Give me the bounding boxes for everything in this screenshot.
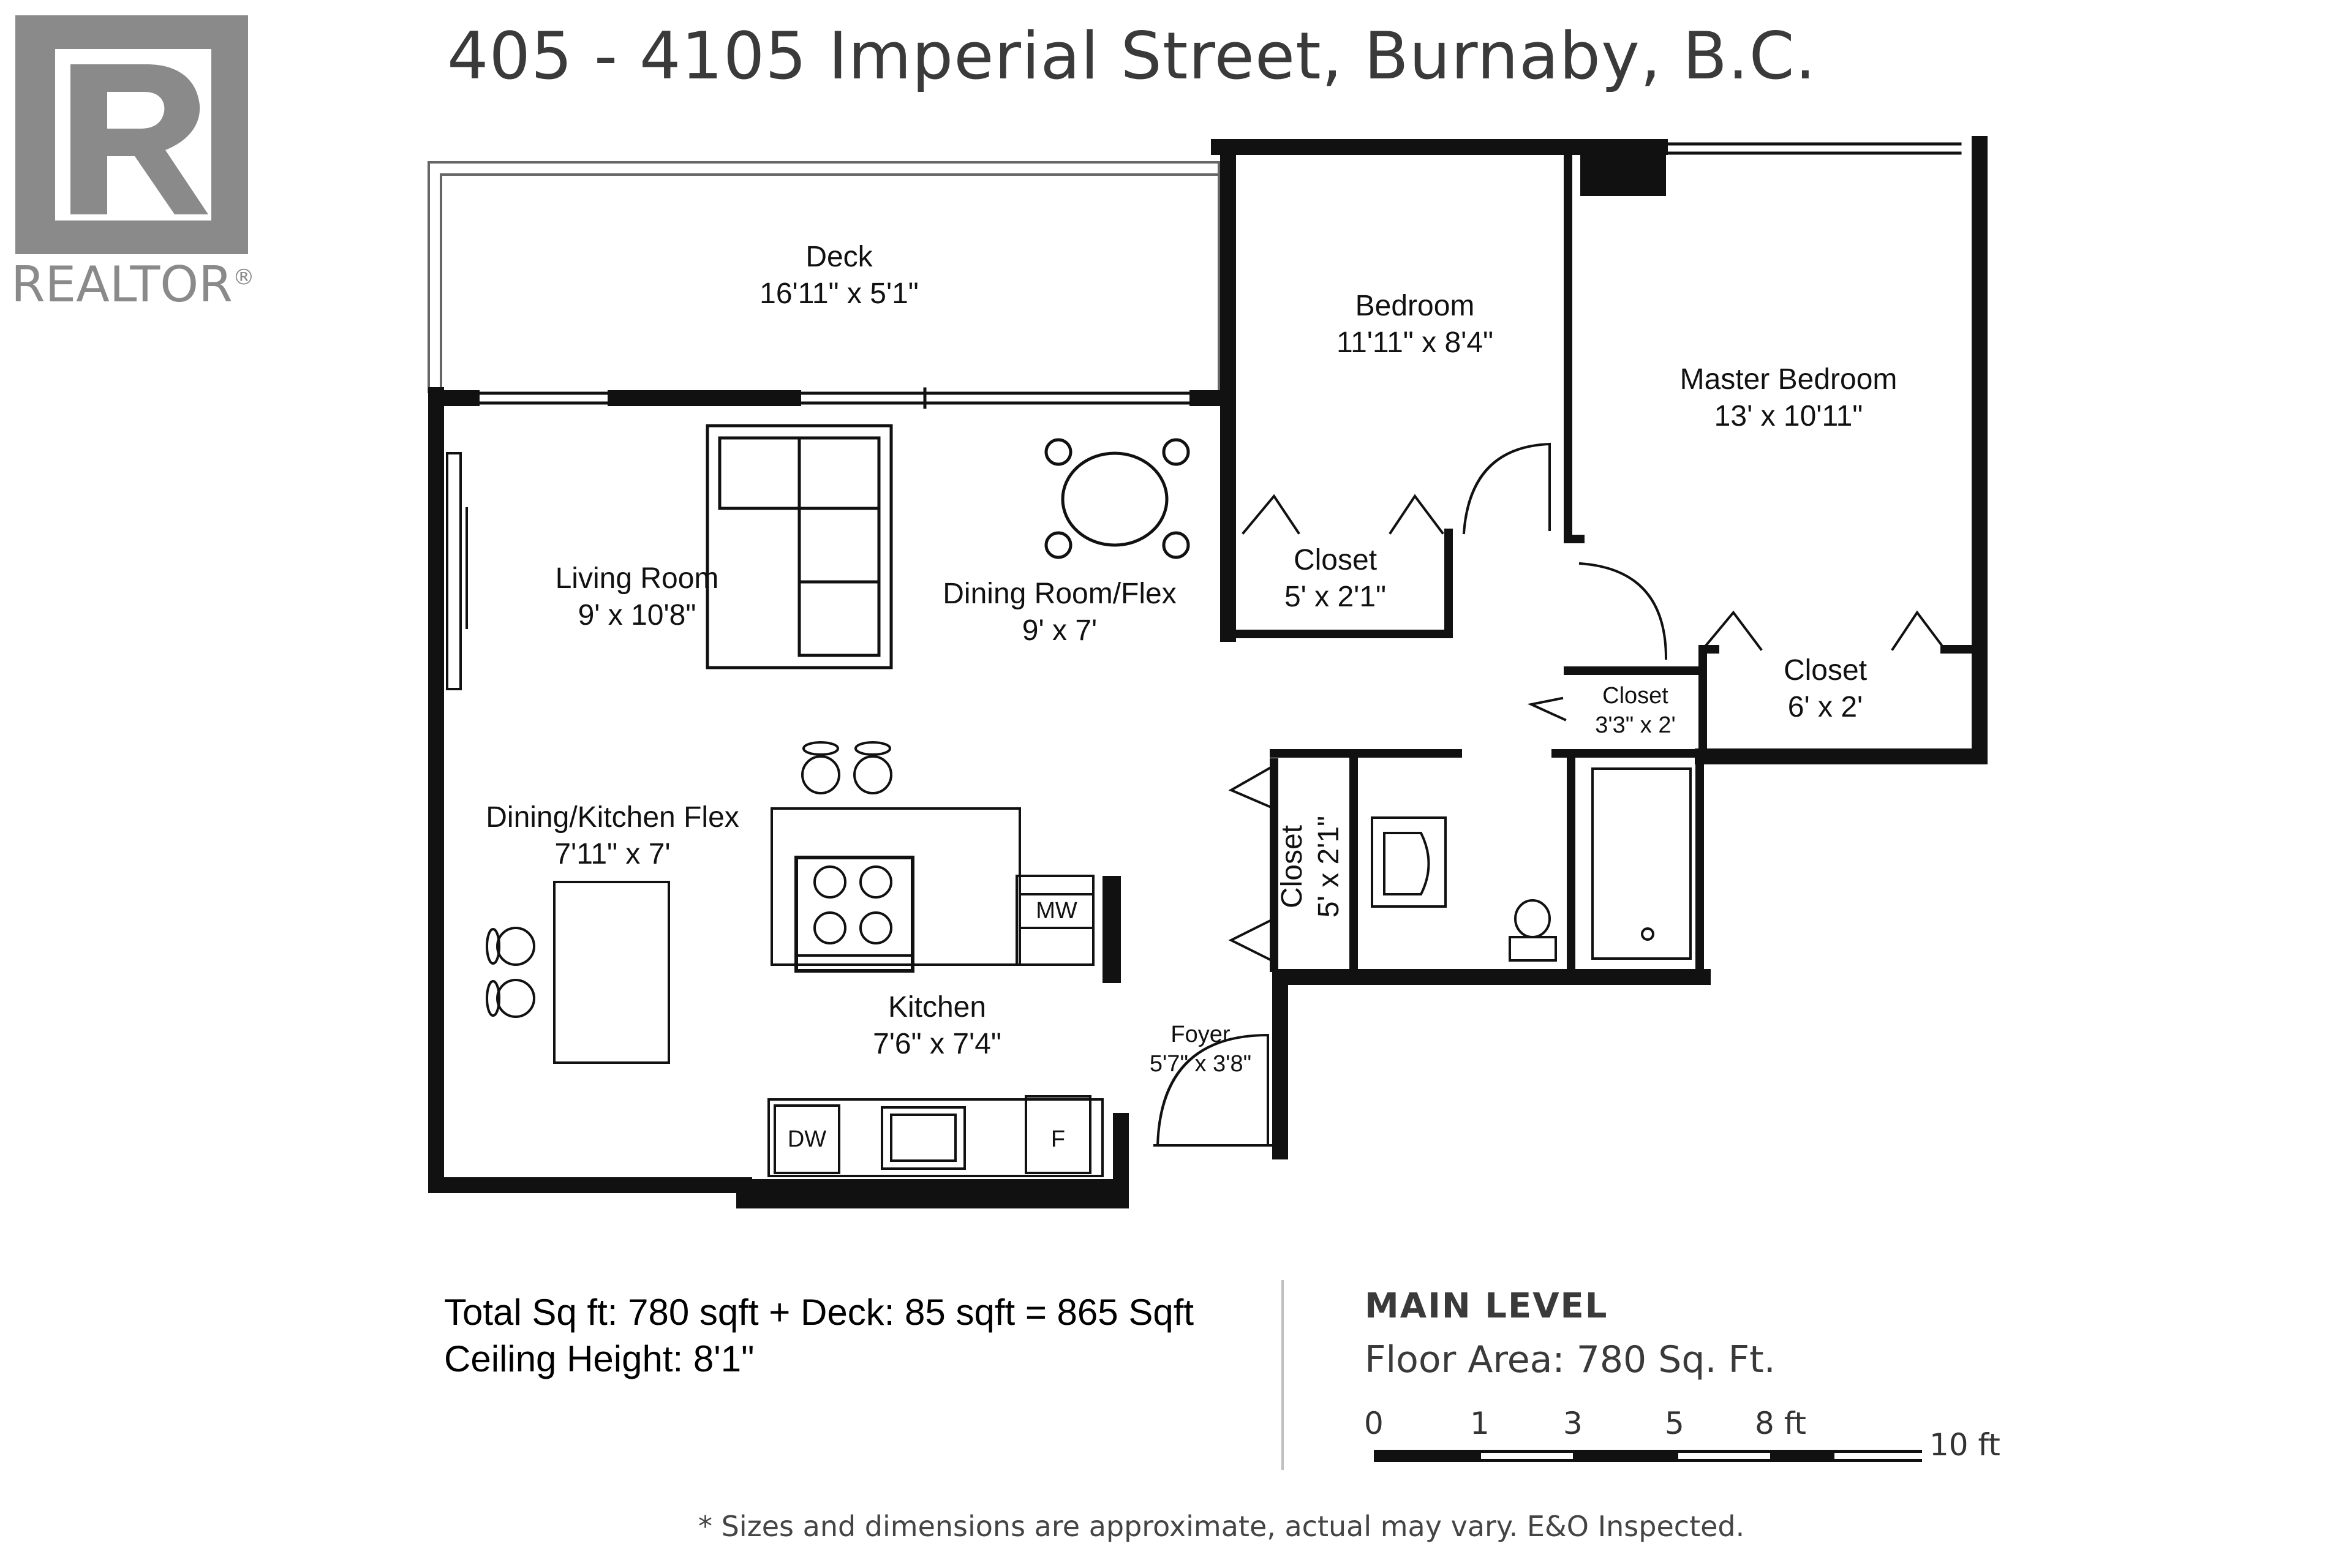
deck-dim: 16'11" x 5'1"	[760, 277, 919, 310]
realtor-wordmark: REALTOR®	[11, 256, 281, 317]
hall-closet-dim: 3'3" x 2'	[1595, 712, 1676, 738]
hall-closet-name: Closet	[1602, 683, 1668, 709]
summary-divider	[1281, 1280, 1284, 1470]
level-heading: MAIN LEVEL	[1365, 1286, 1608, 1326]
property-address-title: 405 - 4105 Imperial Street, Burnaby, B.C…	[447, 18, 1817, 94]
bedroom-label: Bedroom 11'11" x 8'4"	[1311, 288, 1519, 361]
mw-wall	[1102, 876, 1121, 983]
bedroom-closet-label: Closet 5' x 2'1"	[1262, 542, 1409, 616]
realtor-logo	[12, 12, 251, 257]
scale-label-1: 1	[1470, 1406, 1490, 1441]
entry-closet-dim: 5' x 2'1"	[1313, 815, 1345, 918]
deck-railing	[428, 161, 1220, 393]
floor-area: Floor Area: 780 Sq. Ft.	[1365, 1338, 1776, 1381]
bedroom-dim: 11'11" x 8'4"	[1336, 326, 1494, 359]
fridge-label: F	[1050, 1126, 1066, 1152]
master-window	[1664, 142, 1962, 155]
square-footage-summary: Total Sq ft: 780 sqft + Deck: 85 sqft = …	[444, 1289, 1314, 1381]
dining-flex-name: Dining Room/Flex	[943, 578, 1177, 610]
foyer-name: Foyer	[1170, 1022, 1231, 1047]
bathroom-fixtures	[1371, 767, 1692, 962]
hall-closet-label: Closet 3'3" x 2'	[1574, 681, 1697, 740]
living-room-name: Living Room	[555, 562, 719, 595]
bedroom-closet-name: Closet	[1293, 544, 1378, 576]
master-bedroom-label: Master Bedroom 13' x 10'11"	[1654, 361, 1923, 435]
total-sqft: Total Sq ft: 780 sqft + Deck: 85 sqft = …	[444, 1292, 1194, 1333]
microwave-label: MW	[1036, 898, 1077, 924]
closet-doors	[1228, 494, 1947, 963]
master-bedroom-name: Master Bedroom	[1679, 363, 1898, 396]
dishwasher-label: DW	[787, 1126, 827, 1152]
entry-closet-name: Closet	[1276, 824, 1308, 909]
deck-label: Deck 16'11" x 5'1"	[747, 239, 931, 312]
dining-kitchen-flex-label: Dining/Kitchen Flex 7'11" x 7'	[466, 799, 760, 873]
dining-kitchen-flex-name: Dining/Kitchen Flex	[486, 801, 739, 834]
realtor-logo-mark	[15, 15, 248, 254]
sofa	[706, 424, 893, 669]
master-bedroom-dim: 13' x 10'11"	[1714, 400, 1863, 432]
dining-flex-dim: 9' x 7'	[1022, 614, 1098, 647]
island-stools	[486, 741, 892, 1018]
scale-label-5: 5	[1665, 1406, 1684, 1441]
registered-mark: ®	[232, 265, 255, 290]
entry-closet-label: Closet 5' x 2'1"	[1274, 775, 1348, 959]
kitchen-label: Kitchen 7'6" x 7'4"	[845, 989, 1029, 1063]
tv-unit	[446, 452, 462, 690]
dining-kitchen-flex-dim: 7'11" x 7'	[554, 838, 671, 870]
ceiling-height: Ceiling Height: 8'1"	[444, 1338, 755, 1379]
living-room-label: Living Room 9' x 10'8"	[539, 560, 735, 634]
scale-label-3: 3	[1563, 1406, 1583, 1441]
kitchen-counter	[767, 1095, 1104, 1177]
deck-windows	[470, 387, 1199, 409]
master-closet-name: Closet	[1783, 654, 1868, 687]
kitchen-island	[771, 807, 1095, 973]
dining-table	[1044, 438, 1190, 559]
realtor-word: REALTOR	[11, 256, 233, 313]
master-closet-label: Closet 6' x 2'	[1752, 652, 1899, 726]
foyer-dim: 5'7" x 3'8"	[1149, 1051, 1252, 1077]
deck-name: Deck	[805, 241, 873, 273]
foyer-label: Foyer 5'7" x 3'8"	[1133, 1020, 1268, 1079]
scale-label-10ft: 10 ft	[1929, 1427, 2000, 1463]
scale-label-0: 0	[1364, 1406, 1384, 1441]
door-swings	[1153, 442, 1668, 1147]
kitchen-name: Kitchen	[888, 991, 987, 1023]
master-closet-dim: 6' x 2'	[1787, 691, 1863, 723]
disclaimer: * Sizes and dimensions are approximate, …	[698, 1510, 1745, 1543]
column-block	[1580, 144, 1666, 196]
bedroom-closet-dim: 5' x 2'1"	[1284, 581, 1387, 613]
kitchen-dim: 7'6" x 7'4"	[873, 1028, 1001, 1060]
scale-label-8ft: 8 ft	[1755, 1406, 1807, 1441]
living-room-dim: 9' x 10'8"	[578, 599, 696, 631]
dining-flex-label: Dining Room/Flex 9' x 7'	[919, 576, 1200, 649]
scale-bar	[1374, 1450, 1922, 1462]
interior-walls	[1224, 152, 1984, 981]
bedroom-name: Bedroom	[1355, 290, 1475, 322]
flex-table	[553, 881, 670, 1064]
kitchen-wall-block	[744, 1179, 1124, 1204]
